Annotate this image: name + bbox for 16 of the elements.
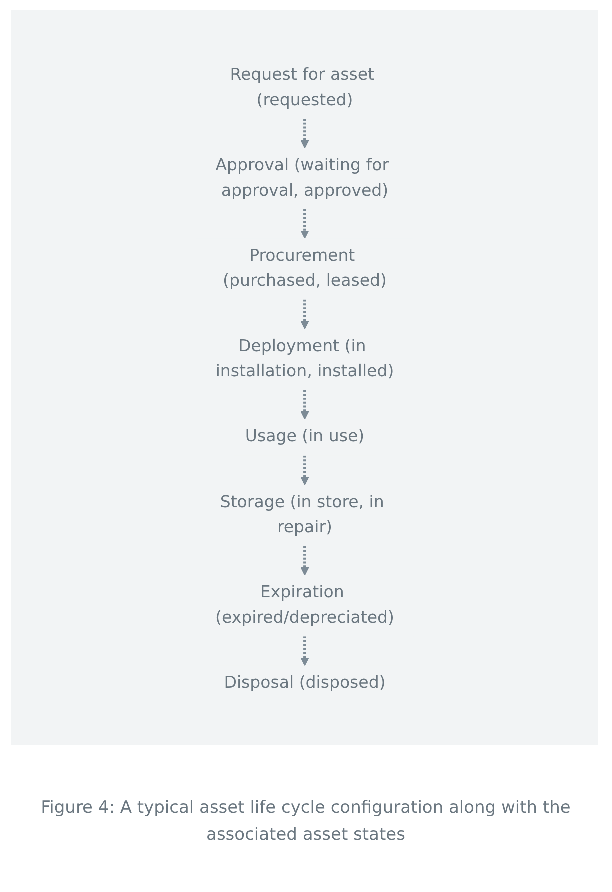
arrow bbox=[300, 456, 309, 486]
node-text: Procurement (purchased, leased) bbox=[222, 246, 386, 291]
node-text: Approval (waiting for approval, approved) bbox=[215, 156, 389, 200]
arrow bbox=[300, 390, 309, 420]
arrow bbox=[300, 119, 309, 149]
arrow bbox=[300, 209, 309, 239]
node-text: Deployment (in installation, installed) bbox=[215, 336, 394, 381]
arrow bbox=[300, 636, 309, 666]
node-text: Storage (in store, in repair) bbox=[220, 492, 384, 537]
arrow bbox=[300, 300, 309, 330]
node-text: Usage (in use) bbox=[244, 427, 364, 447]
node-text: Disposal (disposed) bbox=[224, 674, 386, 693]
arrow bbox=[300, 546, 309, 576]
node-text: Request for asset (requested) bbox=[230, 66, 374, 110]
node-text: Expiration (expired/depreciated) bbox=[215, 583, 394, 628]
figure-caption: Figure 4: A typical asset life cycle configuration along with the associated asset states bbox=[40, 797, 572, 848]
